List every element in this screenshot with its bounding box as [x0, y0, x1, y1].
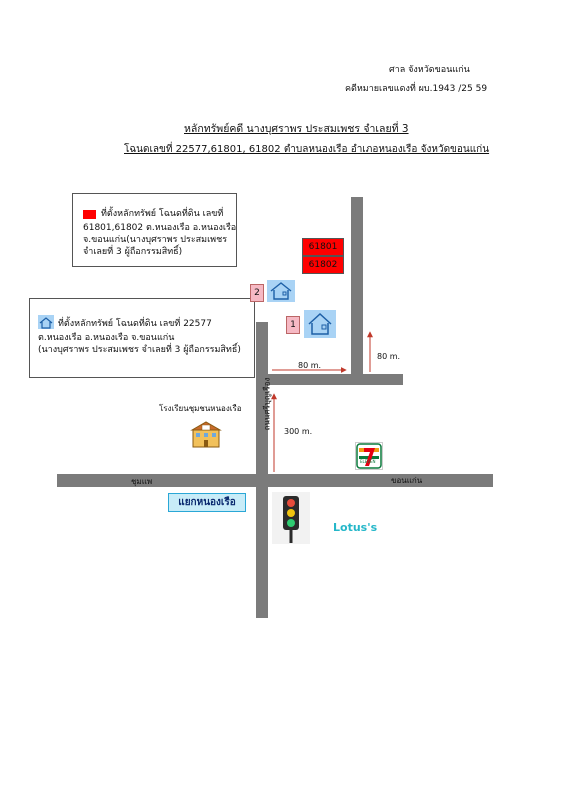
house-icon: [304, 310, 336, 338]
legend-red-box: ที่ตั้งหลักทรัพย์ โฉนดที่ดิน เลขที่ 6180…: [72, 193, 237, 267]
road-vertical-right: [351, 197, 363, 383]
legend-red-line-3: จ.ขอนแก่น(นางบุศราพร ประสมเพชร: [83, 235, 228, 245]
distance-300m: 300 m.: [284, 427, 313, 436]
marker-1: 1: [286, 316, 300, 334]
road-vertical-main: [256, 322, 268, 618]
legend-red-line-1: ที่ตั้งหลักทรัพย์ โฉนดที่ดิน เลขที่: [101, 209, 224, 219]
case-number: คดีหมายเลขแดงที่ ผบ.1943 /25 59: [345, 84, 488, 94]
plot-61801: 61801: [302, 238, 344, 256]
legend-blue-box: ที่ตั้งหลักทรัพย์ โฉนดที่ดิน เลขที่ 2257…: [29, 298, 255, 378]
legend-blue-line-2: ต.หนองเรือ อ.หนองเรือ จ.ขอนแก่น: [38, 333, 175, 343]
traffic-light-icon: [272, 492, 310, 544]
school-label: โรงเรียนชุมชนหนองเรือ: [159, 404, 242, 413]
road-main-horizontal: [57, 474, 493, 487]
school-icon: [190, 420, 222, 448]
legend-red-swatch: [83, 210, 96, 219]
plot-61802: 61802: [302, 256, 344, 274]
direction-left-label: ชุมแพ: [131, 477, 153, 486]
house-icon: [267, 280, 295, 302]
direction-right-label: ขอนแก่น: [391, 476, 423, 485]
legend-blue-line-1: ที่ตั้งหลักทรัพย์ โฉนดที่ดิน เลขที่ 2257…: [58, 319, 212, 329]
marker-2-label: 2: [254, 288, 260, 298]
house-icon: [38, 315, 54, 329]
marker-2: 2: [250, 284, 264, 302]
lotus-logo: Lotus's: [333, 521, 378, 534]
page-subtitle: โฉนดเลขที่ 22577,61801, 61802 ตำบลหนองเร…: [124, 144, 490, 155]
page-title: หลักทรัพย์คดี นางบุศราพร ประสมเพชร จำเลย…: [184, 123, 409, 135]
seven-eleven-logo: ELEVEN: [355, 442, 383, 470]
road-horizontal-mid: [263, 374, 403, 385]
plot-61802-label: 61802: [308, 260, 338, 270]
court-line: ศาล จังหวัดขอนแก่น: [389, 65, 470, 75]
legend-blue-line-3: (นางบุศราพร ประสมเพชร จำเลยที่ 3 ผู้ถือก…: [38, 345, 241, 355]
legend-red-line-4: จำเลยที่ 3 ผู้ถือกรรมสิทธิ์): [83, 247, 183, 257]
marker-1-label: 1: [290, 320, 296, 330]
distance-arrows: [271, 331, 373, 472]
seven-eleven-text: ELEVEN: [360, 459, 376, 464]
plot-61801-label: 61801: [308, 242, 338, 252]
distance-80m-vertical: 80 m.: [377, 352, 401, 361]
intersection-label: แยกหนองเรือ: [168, 493, 246, 512]
road-vertical-label: ถนนศรีบุญเรือง: [262, 377, 272, 431]
legend-red-line-2: 61801,61802 ต.หนองเรือ อ.หนองเรือ: [83, 223, 237, 233]
distance-80m-horizontal: 80 m.: [298, 361, 322, 370]
